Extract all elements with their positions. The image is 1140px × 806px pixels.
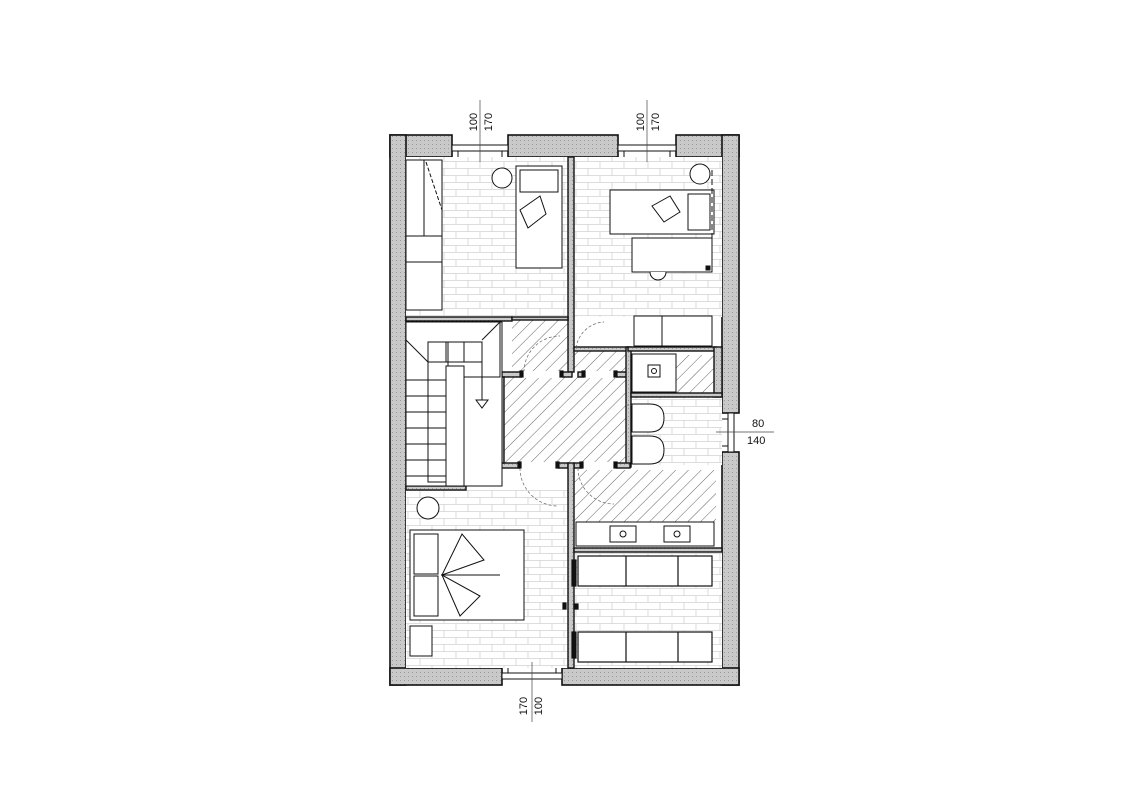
door-hinges [517, 370, 618, 469]
opening-bottom-width: 100 [533, 697, 545, 715]
opening-top-left-width: 100 [468, 113, 480, 131]
nightstand-bottom [409, 625, 433, 657]
desk-top-right [631, 170, 713, 281]
closet-lower [577, 631, 713, 663]
opening-right-height: 140 [747, 435, 765, 447]
opening-top-right-width: 100 [635, 113, 647, 131]
staircase [405, 321, 503, 487]
door-gaps [520, 371, 616, 469]
double-bed [409, 529, 525, 621]
dimension-marker-top-left: 100 170 [468, 100, 495, 162]
bed-top-right [609, 189, 715, 235]
closet-upper [577, 555, 713, 587]
bed-top-left [515, 165, 563, 269]
opening-bottom-height: 170 [518, 697, 530, 715]
opening-right-width: 80 [752, 418, 764, 430]
lamp-top-left [491, 167, 513, 189]
opening-top-right-height: 170 [650, 113, 662, 131]
dimension-marker-top-right: 100 170 [635, 100, 662, 162]
closet-door [562, 559, 579, 659]
wardrobe-top-left [405, 159, 443, 311]
wardrobe-top-right [633, 315, 713, 347]
toilet-fixtures [631, 403, 665, 465]
dimension-marker-bottom: 100 170 [518, 662, 545, 722]
shower [631, 353, 677, 393]
vanity [575, 521, 715, 547]
lamp-top-right [689, 163, 711, 185]
opening-top-left-height: 170 [483, 113, 495, 131]
lamp-bottom [416, 496, 440, 520]
dimension-marker-right: 80 140 [716, 418, 774, 447]
